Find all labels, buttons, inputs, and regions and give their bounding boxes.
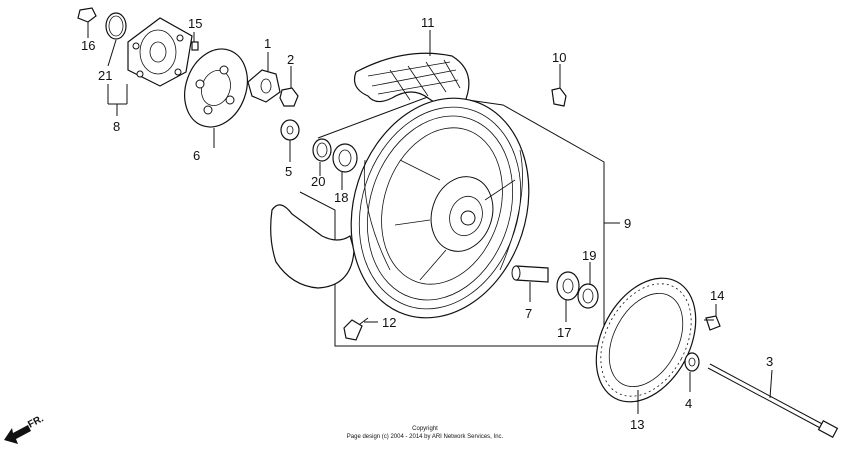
part-collar-16 <box>77 7 97 23</box>
part-bearing-18 <box>332 143 358 173</box>
callout-1: 1 <box>264 36 271 51</box>
front-direction-indicator: FR. <box>4 413 46 444</box>
part-collar-7 <box>511 265 549 283</box>
part-rear-wheel <box>350 97 530 319</box>
part-swingarm-fragment <box>270 204 355 289</box>
part-valve-10 <box>551 87 567 107</box>
part-bearing-17 <box>556 271 580 301</box>
part-driven-flange <box>127 17 193 87</box>
callout-18: 18 <box>334 190 348 205</box>
callout-12: 12 <box>382 315 396 330</box>
callout-16: 16 <box>81 38 95 53</box>
callout-6: 6 <box>193 148 200 163</box>
callout-5: 5 <box>285 164 292 179</box>
part-bolt-12 <box>343 317 369 341</box>
callout-7: 7 <box>525 306 532 321</box>
callout-3: 3 <box>766 354 773 369</box>
part-sprocket-6 <box>184 48 248 128</box>
callout-17: 17 <box>557 325 571 340</box>
callout-21: 21 <box>98 68 112 83</box>
callout-15: 15 <box>188 16 202 31</box>
part-oil-seal-20 <box>312 138 332 162</box>
part-collar-4 <box>684 352 700 372</box>
part-rear-hugger <box>353 52 470 107</box>
leader-lines <box>87 22 773 414</box>
group-8-bracket <box>107 84 128 116</box>
callout-9: 9 <box>624 216 631 231</box>
callout-14: 14 <box>710 288 724 303</box>
copyright-notice: Copyright Page design (c) 2004 - 2014 by… <box>347 426 504 440</box>
part-bolt-15 <box>191 41 199 51</box>
part-washer-5 <box>280 119 300 141</box>
part-brake-disc-13 <box>595 277 697 403</box>
callout-20: 20 <box>311 174 325 189</box>
part-nut-2 <box>279 87 299 107</box>
copyright-line-2: Page design (c) 2004 - 2014 by ARI Netwo… <box>347 434 504 440</box>
callout-8: 8 <box>113 119 120 134</box>
callout-10: 10 <box>552 50 566 65</box>
part-bolt-14 <box>704 315 721 331</box>
callout-labels: 16 15 21 8 1 2 6 5 20 18 11 10 9 12 7 19… <box>81 15 773 432</box>
copyright-line-1: Copyright <box>412 426 438 432</box>
callout-4: 4 <box>685 396 692 411</box>
callout-19: 19 <box>582 248 596 263</box>
part-1 <box>247 69 281 103</box>
arrow-icon <box>4 425 31 444</box>
part-oring-21 <box>105 12 127 40</box>
callout-2: 2 <box>287 52 294 67</box>
direction-label: FR. <box>26 413 46 430</box>
part-oil-seal-19 <box>577 283 599 309</box>
part-axle-3 <box>707 363 839 438</box>
callout-13: 13 <box>630 417 644 432</box>
callout-11: 11 <box>421 15 435 30</box>
